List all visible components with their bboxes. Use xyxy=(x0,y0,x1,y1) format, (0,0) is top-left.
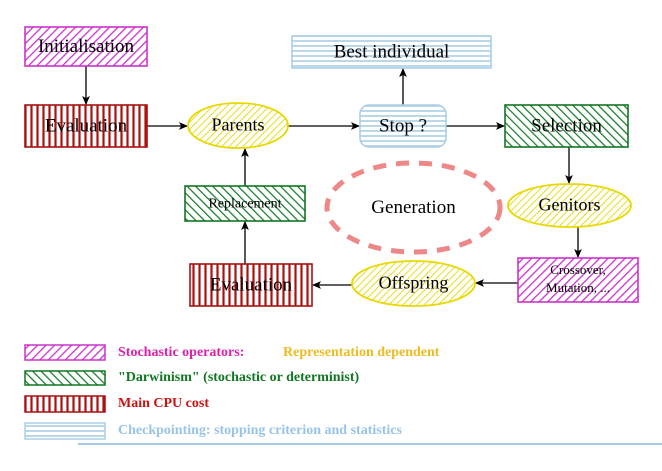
node-label-line2: Mutation, ... xyxy=(546,280,610,295)
node-crossover[interactable]: Crossover, Mutation, ... xyxy=(517,257,639,303)
node-label: Selection xyxy=(531,115,602,136)
node-label: Genitors xyxy=(539,195,601,215)
node-label: Best individual xyxy=(334,41,450,62)
node-shape-rect xyxy=(504,104,629,148)
legend-item-main-cpu-cost: Main CPU cost xyxy=(24,395,209,413)
node-shape-ellipse xyxy=(507,183,632,228)
node-shape-rect xyxy=(517,257,639,303)
arrows-layer xyxy=(82,66,582,289)
node-label: Stop ? xyxy=(379,115,427,136)
legend-label-darwinism: "Darwinism" (stochastic or determinist) xyxy=(118,370,360,385)
node-parents[interactable]: Parents xyxy=(187,102,289,149)
legend-swatch-main-cpu-cost xyxy=(24,395,106,413)
node-shape-rect xyxy=(24,104,148,148)
legend-label-stochastic-operators-secondary: Representation dependent xyxy=(283,345,440,360)
node-label: Parents xyxy=(212,115,265,135)
legend-layer: Stochastic operators: Representation depe… xyxy=(24,344,440,440)
node-evaluation-top[interactable]: Evaluation xyxy=(24,104,148,148)
node-label: Evaluation xyxy=(45,115,128,136)
legend-swatch-checkpointing xyxy=(24,422,106,440)
node-label: Replacement xyxy=(208,197,281,212)
node-generation[interactable]: Generation xyxy=(324,160,503,255)
node-shape-rect xyxy=(291,35,492,69)
legend-label-main-cpu-cost: Main CPU cost xyxy=(118,396,209,411)
node-stop[interactable]: Stop ? xyxy=(359,104,447,148)
bottom-divider xyxy=(78,443,662,445)
node-shape-dashed-ellipse xyxy=(324,160,503,255)
node-shape-rect xyxy=(24,26,148,67)
node-genitors[interactable]: Genitors xyxy=(507,183,632,228)
node-shape-rect xyxy=(189,263,313,307)
legend-item-checkpointing: Checkpointing: stopping criterion and st… xyxy=(24,422,402,440)
node-label-line1: Crossover, xyxy=(550,262,605,277)
node-offspring[interactable]: Offspring xyxy=(351,260,476,307)
node-replacement[interactable]: Replacement xyxy=(184,185,306,222)
legend-item-darwinism: "Darwinism" (stochastic or determinist) xyxy=(24,370,360,386)
legend-label-checkpointing: Checkpointing: stopping criterion and st… xyxy=(118,423,402,438)
node-label: Evaluation xyxy=(210,274,293,295)
legend-item-stochastic-operators: Stochastic operators: Representation depe… xyxy=(24,344,440,361)
node-label: Initialisation xyxy=(38,36,135,57)
node-label: Offspring xyxy=(379,273,449,293)
node-shape-ellipse xyxy=(351,260,476,307)
legend-label-stochastic-operators: Stochastic operators: xyxy=(118,345,244,360)
legend-swatch-darwinism xyxy=(24,370,106,386)
node-shape-roundrect xyxy=(359,104,447,148)
node-initialisation[interactable]: Initialisation xyxy=(24,26,148,67)
node-best-individual[interactable]: Best individual xyxy=(291,35,492,69)
node-shape-ellipse xyxy=(187,102,289,149)
node-selection[interactable]: Selection xyxy=(504,104,629,148)
node-shape-rect xyxy=(184,185,306,222)
node-label: Generation xyxy=(371,197,456,218)
node-evaluation-bot[interactable]: Evaluation xyxy=(189,263,313,307)
legend-swatch-stochastic-operators xyxy=(24,344,106,361)
